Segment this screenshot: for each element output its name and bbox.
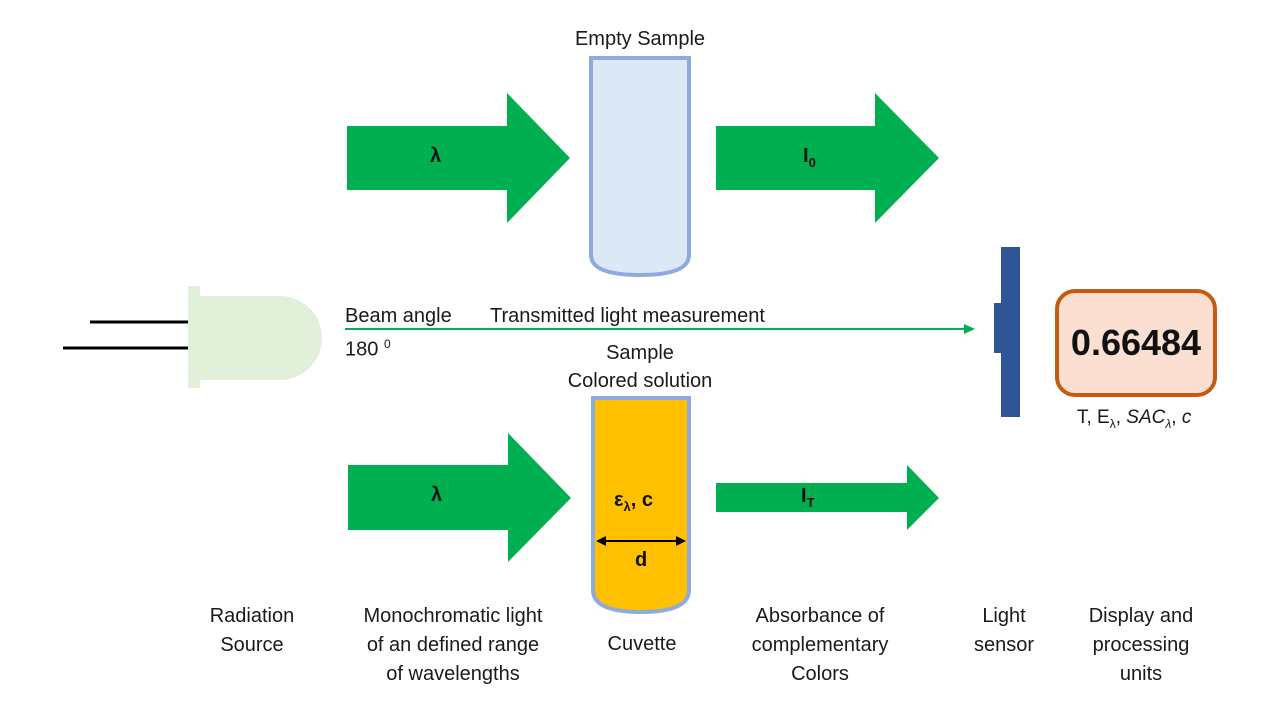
top-output-symbol: I (803, 145, 809, 167)
colored-solution-label: Colored solution (567, 370, 713, 392)
label-line: Cuvette (607, 633, 677, 655)
top-input-lambda: λ (430, 145, 442, 167)
bottom-output-arrow (716, 465, 939, 530)
label-line: Colors (791, 663, 849, 685)
transmitted-light-label: Transmitted light measurement (490, 305, 765, 327)
label-light-sensor: Light sensor (954, 602, 1054, 660)
label-line: Light (982, 605, 1026, 627)
label-line: sensor (973, 634, 1035, 656)
sample-label: Sample (606, 342, 674, 364)
display-unit: 0.66484 (1055, 289, 1217, 397)
beam-angle-value: 180 0 (345, 333, 391, 361)
top-output-intensity: I0 (803, 145, 816, 170)
label-display-units: Display and processing units (1071, 602, 1211, 689)
bottom-input-arrow (348, 433, 571, 562)
display-caption: T, Eλ, SACλ, c (1077, 407, 1192, 431)
epsilon-subscript: λ (623, 499, 631, 514)
empty-sample-tube (589, 56, 691, 278)
epsilon-concentration: ελ, c (614, 489, 653, 514)
led-radiation-source (188, 286, 322, 388)
beam-angle-degree: 0 (383, 337, 391, 351)
bottom-input-lambda: λ (431, 484, 443, 506)
caption-c: c (1181, 407, 1192, 428)
path-length-label: d (635, 549, 648, 571)
bottom-output-intensity: IT (801, 485, 815, 510)
caption-sub1: λ (1109, 416, 1116, 431)
label-line: processing (1092, 634, 1190, 656)
label-absorbance: Absorbance of complementary Colors (720, 602, 920, 689)
bottom-output-subscript: T (806, 495, 815, 510)
label-line: Display and (1088, 605, 1194, 627)
light-sensor (994, 247, 1020, 417)
top-input-arrow (347, 93, 570, 223)
beam-angle-label: Beam angle (345, 305, 452, 327)
label-line: Monochromatic light (363, 605, 543, 627)
epsilon-symbol: ε (614, 489, 624, 511)
label-line: units (1119, 663, 1163, 685)
label-line: complementary (751, 634, 889, 656)
top-output-subscript: 0 (808, 155, 816, 170)
concentration-symbol: , c (630, 489, 653, 511)
empty-sample-label: Empty Sample (574, 28, 706, 50)
label-radiation-source: Radiation Source (172, 602, 332, 660)
path-length-arrow (596, 536, 686, 546)
label-line: Radiation (209, 605, 295, 627)
label-line: Absorbance of (755, 605, 885, 627)
beam-angle-number: 180 (345, 338, 379, 361)
cuvette-colored-solution (591, 396, 691, 615)
label-line: of wavelengths (386, 663, 520, 685)
label-cuvette: Cuvette (562, 630, 722, 659)
bottom-output-symbol: I (801, 485, 807, 507)
beam-arrowhead (964, 324, 975, 334)
caption-t: T, E (1077, 407, 1110, 428)
caption-sac: SAC (1126, 407, 1166, 428)
top-output-arrow (716, 93, 939, 223)
display-value: 0.66484 (1070, 322, 1202, 363)
label-line: Source (220, 634, 284, 656)
label-line: of an defined range (366, 634, 540, 656)
caption-sub2: λ (1165, 416, 1172, 431)
label-monochromatic-light: Monochromatic light of an defined range … (333, 602, 573, 689)
